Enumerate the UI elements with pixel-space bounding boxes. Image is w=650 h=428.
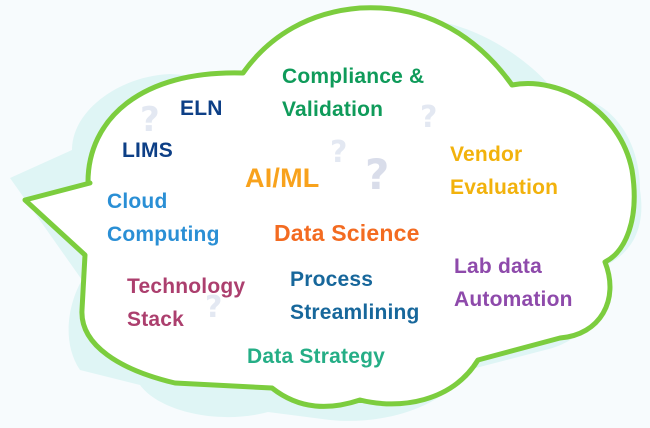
cloud-body — [22, 5, 637, 409]
word-technology-stack: Technology Stack — [127, 270, 245, 336]
word-line: Data Science — [274, 220, 420, 246]
word-eln: ELN — [180, 92, 223, 125]
word-line: Lab data — [454, 255, 542, 278]
word-compliance-validation: Compliance & Validation — [282, 60, 424, 126]
word-lims: LIMS — [122, 134, 173, 167]
word-line: Data Strategy — [247, 345, 385, 368]
faint-question-mark-icon: ? — [205, 290, 223, 325]
word-data-science: Data Science — [274, 217, 420, 250]
word-line: Technology — [127, 275, 246, 298]
word-ai-ml: AI/ML — [245, 162, 320, 195]
word-lab-data-automation: Lab data Automation — [454, 250, 573, 316]
word-line: Validation — [282, 98, 384, 121]
word-cloud-computing: Cloud Computing — [107, 185, 220, 251]
faint-question-mark-icon: ? — [140, 100, 160, 140]
word-line: Vendor — [450, 143, 523, 166]
word-line: Streamlining — [290, 301, 420, 324]
word-line: Stack — [127, 308, 185, 331]
word-data-strategy: Data Strategy — [247, 340, 385, 373]
word-vendor-evaluation: Vendor Evaluation — [450, 138, 558, 204]
faint-question-mark-icon: ? — [330, 135, 348, 170]
faint-question-mark-icon: ? — [420, 100, 438, 135]
word-line: Automation — [454, 288, 573, 311]
word-line: LIMS — [122, 139, 173, 162]
word-line: AI/ML — [245, 163, 320, 193]
word-line: Evaluation — [450, 176, 559, 199]
word-process-streamlining: Process Streamlining — [290, 263, 420, 329]
word-line: Computing — [107, 223, 220, 246]
word-line: ELN — [180, 97, 223, 120]
word-line: Cloud — [107, 190, 168, 213]
word-line: Process — [290, 268, 374, 291]
question-mark-icon: ? — [365, 150, 390, 199]
word-line: Compliance & — [282, 65, 425, 88]
